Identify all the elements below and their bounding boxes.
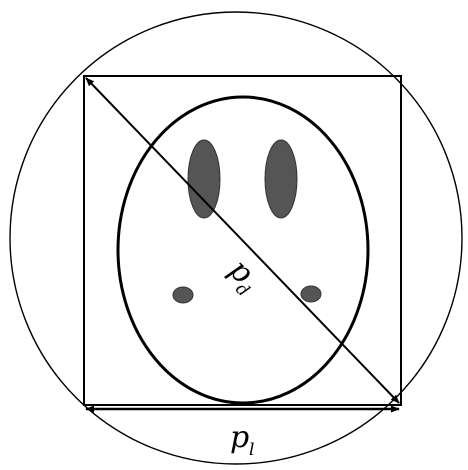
diagonal-arrow	[85, 77, 400, 404]
side-label-subscript: l	[249, 440, 254, 460]
square	[83, 75, 402, 406]
side-label-base: p	[230, 420, 249, 455]
right-dot	[300, 285, 322, 303]
head-ellipse	[116, 95, 370, 405]
outer-circle	[9, 11, 463, 465]
left-eye-ellipse	[187, 139, 221, 219]
side-label: p l	[230, 420, 254, 460]
right-eye-ellipse	[264, 139, 298, 219]
left-dot	[172, 286, 194, 304]
